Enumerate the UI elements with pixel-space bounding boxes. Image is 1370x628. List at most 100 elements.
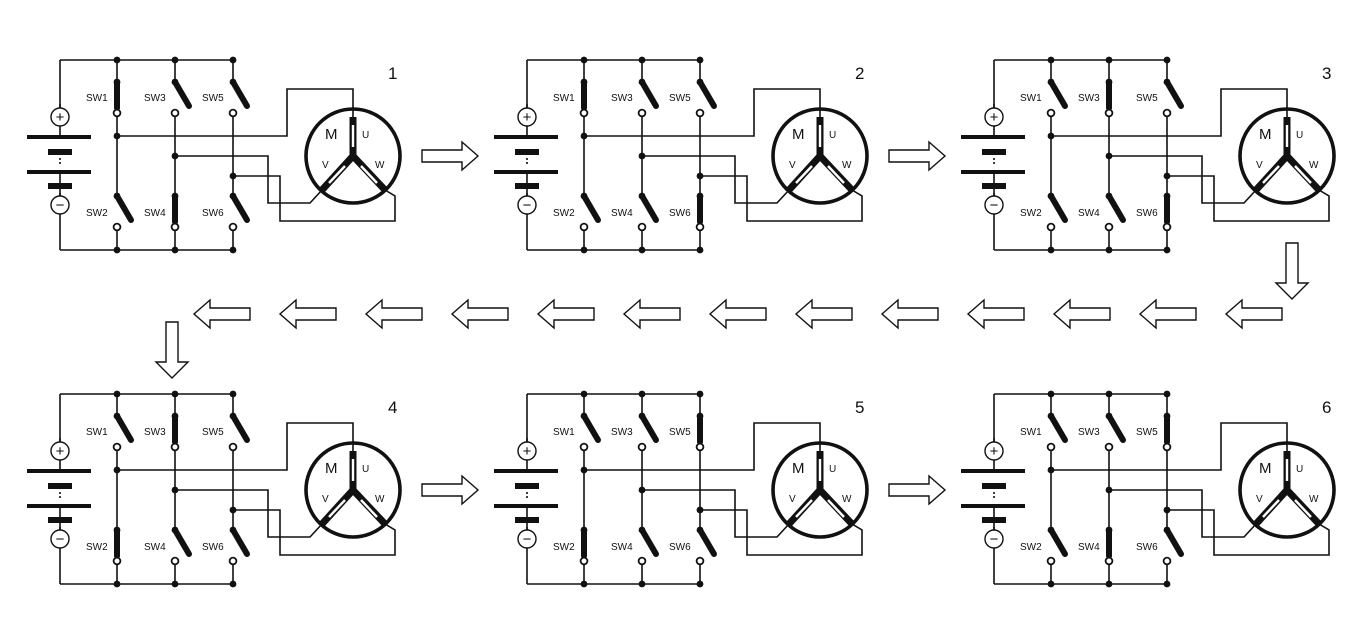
switch-terminal bbox=[695, 556, 705, 566]
plus-terminal-icon bbox=[984, 441, 1004, 461]
switch-terminal bbox=[1046, 556, 1056, 566]
switch-label-sw1: SW1 bbox=[1020, 427, 1042, 438]
phase-label-v: V bbox=[322, 160, 329, 171]
sequence-arrow-left bbox=[364, 298, 423, 330]
phase-w-wire bbox=[233, 509, 396, 556]
switch-terminal bbox=[1046, 108, 1056, 118]
battery-long-plate bbox=[27, 469, 91, 473]
battery-short-plate bbox=[48, 183, 72, 189]
switch-terminal bbox=[695, 442, 705, 452]
sequence-arrow-left bbox=[966, 298, 1025, 330]
phase-label-v: V bbox=[322, 494, 329, 505]
phase-label-v: V bbox=[789, 494, 796, 505]
minus-terminal-icon bbox=[517, 529, 537, 549]
minus-symbol: − bbox=[990, 197, 999, 214]
switch-label-sw1: SW1 bbox=[553, 93, 575, 104]
switch-label-sw6: SW6 bbox=[1136, 208, 1158, 219]
switch-blade-open bbox=[1164, 527, 1184, 557]
switch-label-sw2: SW2 bbox=[1020, 208, 1042, 219]
switch-label-sw3: SW3 bbox=[144, 427, 166, 438]
battery-long-plate bbox=[494, 170, 558, 174]
switch-terminal bbox=[637, 556, 647, 566]
switch-blade-open bbox=[697, 527, 717, 557]
switch-label-sw3: SW3 bbox=[1078, 93, 1100, 104]
sequence-arrow-left bbox=[1138, 298, 1197, 330]
sequence-arrow-right bbox=[888, 474, 947, 506]
switch-label-sw6: SW6 bbox=[202, 542, 224, 553]
switch-terminal bbox=[170, 442, 180, 452]
phase-w-wire bbox=[700, 175, 863, 222]
switch-label-sw4: SW4 bbox=[144, 208, 166, 219]
battery-short-plate bbox=[982, 517, 1006, 523]
step-number: 4 bbox=[388, 398, 397, 417]
minus-terminal-icon bbox=[517, 195, 537, 215]
phase-label-v: V bbox=[789, 160, 796, 171]
switch-label-sw1: SW1 bbox=[86, 427, 108, 438]
plus-terminal-icon bbox=[50, 441, 70, 461]
minus-symbol: − bbox=[990, 531, 999, 548]
switch-label-sw2: SW2 bbox=[86, 208, 108, 219]
switch-blade-open bbox=[581, 193, 601, 223]
switch-label-sw3: SW3 bbox=[611, 427, 633, 438]
switch-terminal bbox=[1104, 556, 1114, 566]
switch-blade-open bbox=[172, 79, 192, 109]
switch-blade-open bbox=[230, 413, 250, 443]
switch-blade-open bbox=[697, 79, 717, 109]
phase-u-wire bbox=[584, 422, 821, 471]
switch-blade-open bbox=[1048, 413, 1068, 443]
phase-label-w: W bbox=[375, 494, 385, 505]
switch-label-sw6: SW6 bbox=[669, 542, 691, 553]
switch-label-sw3: SW3 bbox=[144, 93, 166, 104]
switch-terminal bbox=[637, 222, 647, 232]
step-number: 6 bbox=[1322, 398, 1331, 417]
sequence-arrow-left bbox=[880, 298, 939, 330]
switch-label-sw3: SW3 bbox=[1078, 427, 1100, 438]
sequence-arrow-left bbox=[708, 298, 767, 330]
phase-v-wire bbox=[175, 489, 323, 538]
switch-terminal bbox=[579, 108, 589, 118]
switch-blade-open bbox=[172, 527, 192, 557]
switch-terminal bbox=[695, 222, 705, 232]
phase-label-w: W bbox=[842, 494, 852, 505]
motor-label: M bbox=[792, 460, 805, 477]
switch-label-sw4: SW4 bbox=[611, 208, 633, 219]
star-point-dot bbox=[1283, 152, 1291, 160]
switch-terminal bbox=[228, 108, 238, 118]
sequence-arrow-left bbox=[278, 298, 337, 330]
switch-label-sw3: SW3 bbox=[611, 93, 633, 104]
plus-symbol: + bbox=[56, 109, 65, 126]
phase-label-w: W bbox=[1309, 494, 1319, 505]
battery-short-plate bbox=[982, 183, 1006, 189]
switch-label-sw2: SW2 bbox=[553, 208, 575, 219]
sequence-arrow-left bbox=[450, 298, 509, 330]
sequence-arrow-left bbox=[622, 298, 681, 330]
plus-terminal-icon bbox=[50, 107, 70, 127]
switch-label-sw2: SW2 bbox=[86, 542, 108, 553]
switch-terminal bbox=[1104, 442, 1114, 452]
phase-v-wire bbox=[1109, 489, 1257, 538]
battery-short-plate bbox=[515, 483, 539, 489]
switch-terminal bbox=[170, 556, 180, 566]
switch-blade-open bbox=[114, 413, 134, 443]
phase-label-u: U bbox=[829, 130, 836, 141]
battery-short-plate bbox=[982, 483, 1006, 489]
star-point-dot bbox=[349, 152, 357, 160]
switch-blade-open bbox=[1106, 413, 1126, 443]
battery-short-plate bbox=[48, 517, 72, 523]
switch-label-sw4: SW4 bbox=[611, 542, 633, 553]
battery-short-plate bbox=[982, 149, 1006, 155]
switch-terminal bbox=[228, 222, 238, 232]
phase-v-wire bbox=[642, 489, 790, 538]
switch-label-sw1: SW1 bbox=[1020, 93, 1042, 104]
switch-terminal bbox=[579, 556, 589, 566]
phase-w-wire bbox=[700, 509, 863, 556]
battery-short-plate bbox=[515, 517, 539, 523]
switch-label-sw5: SW5 bbox=[669, 93, 691, 104]
phase-u-wire bbox=[1051, 422, 1288, 471]
switch-label-sw6: SW6 bbox=[202, 208, 224, 219]
